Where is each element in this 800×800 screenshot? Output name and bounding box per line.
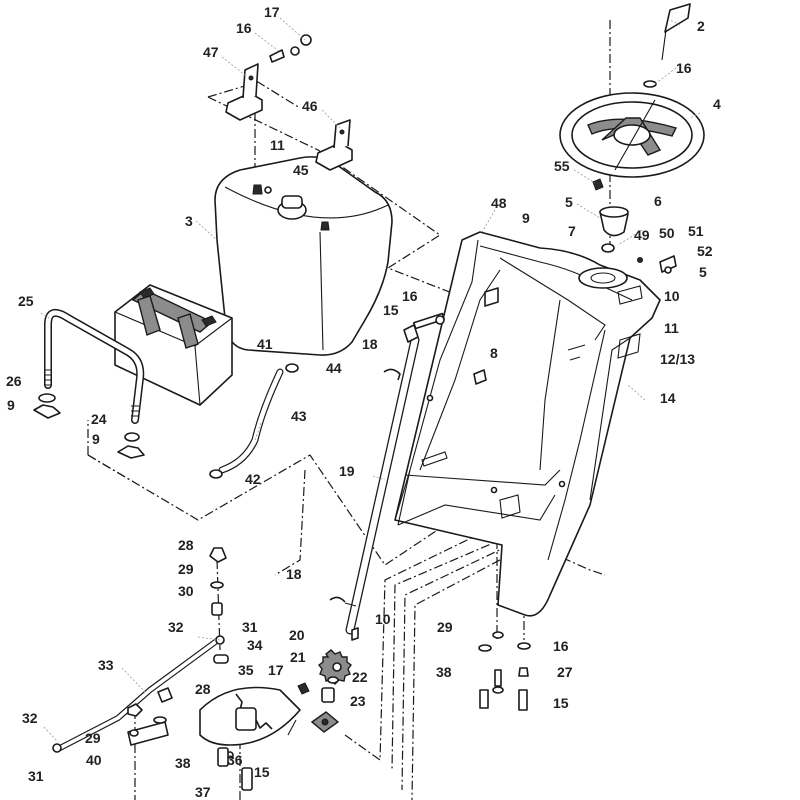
- linkage-rod: [52, 547, 229, 753]
- callout-6: 6: [654, 193, 662, 209]
- callout-31: 31: [28, 768, 44, 784]
- callout-28: 28: [178, 537, 194, 553]
- callout-26: 26: [6, 373, 22, 389]
- callout-7: 7: [568, 223, 576, 239]
- callout-29: 29: [178, 561, 194, 577]
- steering-wheel: [559, 3, 705, 178]
- battery: [114, 284, 233, 406]
- callout-15: 15: [383, 302, 399, 318]
- callout-9: 9: [7, 397, 15, 413]
- callout-10: 10: [664, 288, 680, 304]
- callout-16: 16: [402, 288, 418, 304]
- callout-48: 48: [491, 195, 507, 211]
- callout-45: 45: [293, 162, 309, 178]
- callout-35: 35: [238, 662, 254, 678]
- callout-15: 15: [254, 764, 270, 780]
- callout-21: 21: [290, 649, 306, 665]
- callout-10: 10: [375, 611, 391, 627]
- callout-38: 38: [436, 664, 452, 680]
- callout-41: 41: [257, 336, 273, 352]
- callout-27: 27: [557, 664, 573, 680]
- callout-15: 15: [553, 695, 569, 711]
- sector-plate: [199, 686, 301, 791]
- callout-9: 9: [522, 210, 530, 226]
- callout-9: 9: [92, 431, 100, 447]
- callout-49: 49: [634, 227, 650, 243]
- callout-16: 16: [553, 638, 569, 654]
- callout-36: 36: [227, 752, 243, 768]
- callout-34: 34: [247, 637, 263, 653]
- callout-46: 46: [302, 98, 318, 114]
- callout-17: 17: [268, 662, 284, 678]
- callout-4: 4: [713, 96, 721, 112]
- callout-50: 50: [659, 225, 675, 241]
- tank-brackets: [225, 34, 353, 171]
- mounting-bolts: [478, 631, 531, 711]
- callout-29: 29: [85, 730, 101, 746]
- callout-17: 17: [264, 4, 280, 20]
- callout-33: 33: [98, 657, 114, 673]
- callout-28: 28: [195, 681, 211, 697]
- callout-32: 32: [22, 710, 38, 726]
- callout-16: 16: [676, 60, 692, 76]
- callout-8: 8: [490, 345, 498, 361]
- callout-20: 20: [289, 627, 305, 643]
- callout-16: 16: [236, 20, 252, 36]
- fuel-tank: [214, 156, 393, 356]
- callout-40: 40: [86, 752, 102, 768]
- callout-18: 18: [362, 336, 378, 352]
- callout-47: 47: [203, 44, 219, 60]
- main-frame: [394, 231, 661, 617]
- callout-43: 43: [291, 408, 307, 424]
- callout-5: 5: [699, 264, 707, 280]
- callout-38: 38: [175, 755, 191, 771]
- callout-22: 22: [352, 669, 368, 685]
- callout-24: 24: [91, 411, 107, 427]
- callout-14: 14: [660, 390, 676, 406]
- callout-11: 11: [664, 320, 679, 336]
- callout-29: 29: [437, 619, 453, 635]
- callout-18: 18: [286, 566, 302, 582]
- callout-11: 11: [270, 137, 285, 153]
- lower-mount: [127, 687, 229, 767]
- shift-lever: [329, 335, 420, 641]
- callout-19: 19: [339, 463, 355, 479]
- callout-25: 25: [18, 293, 34, 309]
- callout-52: 52: [697, 243, 713, 259]
- callout-42: 42: [245, 471, 261, 487]
- callout-32: 32: [168, 619, 184, 635]
- callout-5: 5: [565, 194, 573, 210]
- callout-44: 44: [326, 360, 342, 376]
- callout-12-13: 12/13: [660, 351, 695, 367]
- pivot-bolt: [403, 312, 445, 343]
- callout-55: 55: [554, 158, 570, 174]
- callout-31: 31: [242, 619, 258, 635]
- callouts: 17 2 16 47 16 46 4 11 55 45 6 5 48 9 3 7…: [6, 4, 721, 800]
- gear-assembly: [287, 649, 352, 736]
- callout-23: 23: [350, 693, 366, 709]
- callout-30: 30: [178, 583, 194, 599]
- callout-3: 3: [185, 213, 193, 229]
- steering-column-parts: [592, 178, 677, 274]
- callout-2: 2: [697, 18, 705, 34]
- callout-51: 51: [688, 223, 704, 239]
- callout-37: 37: [195, 784, 211, 800]
